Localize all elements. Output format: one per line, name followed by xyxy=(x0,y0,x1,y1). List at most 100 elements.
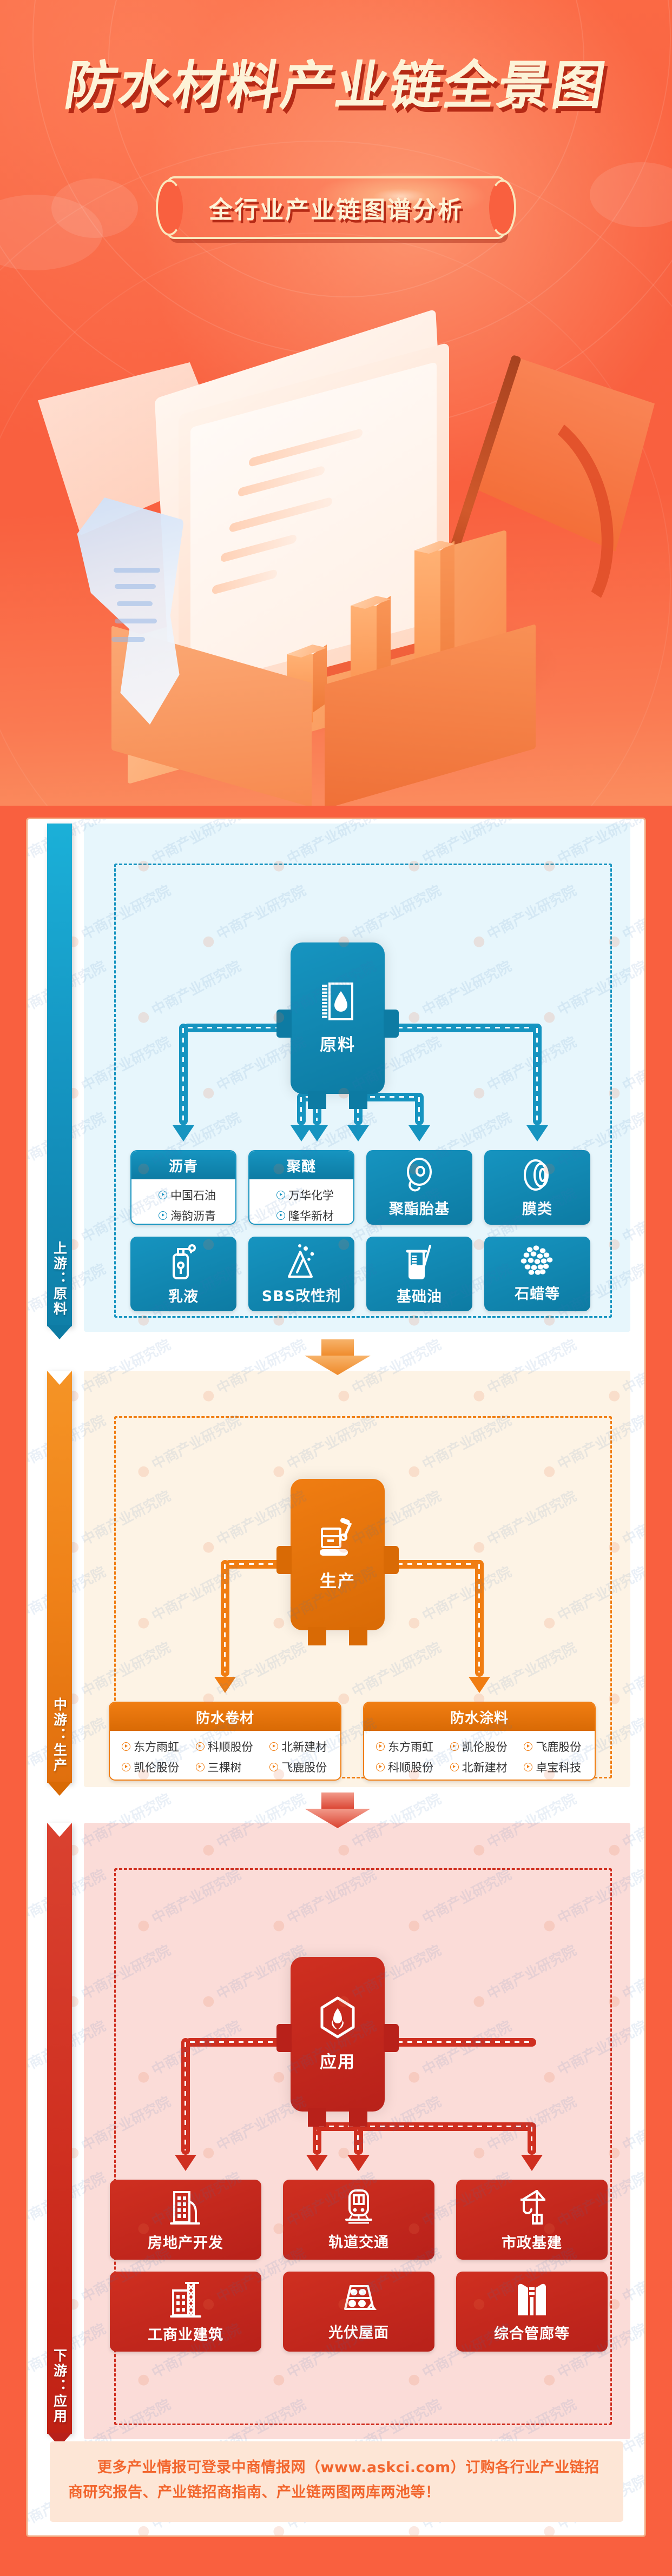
list-item[interactable]: 北新建材 xyxy=(262,1738,336,1755)
card-icon-train-icon xyxy=(343,2188,374,2226)
connector-pipe-vertical xyxy=(221,1560,229,1677)
category-card-title: 聚酯胎基 xyxy=(389,1200,450,1218)
category-card-title: 防水卷材 xyxy=(110,1703,340,1731)
chevron-right-icon xyxy=(376,1742,385,1751)
list-item[interactable]: 飞鹿股份 xyxy=(262,1759,336,1775)
category-card[interactable]: 沥青中国石油海韵沥青 xyxy=(130,1150,236,1225)
vbar-notch xyxy=(47,1371,72,1385)
connector-pipe-horizontal xyxy=(393,2038,536,2047)
list-item[interactable]: 飞鹿股份 xyxy=(516,1738,590,1755)
hub-connector-bottom-right xyxy=(349,1091,367,1109)
vbar-arrow-point xyxy=(47,1325,72,1339)
category-card-title: 综合管廊等 xyxy=(494,2325,570,2342)
decorative-cloud xyxy=(590,162,672,227)
list-item-label: 凯伦股份 xyxy=(134,1761,180,1774)
list-item-label: 卓宝科技 xyxy=(536,1761,582,1774)
chevron-right-icon xyxy=(524,1742,533,1751)
card-icon-construction-tower-icon xyxy=(169,2280,202,2319)
arrow-shaft xyxy=(321,1339,354,1357)
stage-vertical-label-text: 上游：原料 xyxy=(51,1241,68,1317)
stage-vertical-label: 中游：生产 xyxy=(47,1371,72,1796)
hub-connector-right xyxy=(384,1546,399,1574)
hub-icon-excavator-icon xyxy=(319,1517,357,1558)
hub-icon-oil-drop-icon xyxy=(321,981,354,1021)
category-card[interactable]: 聚酯胎基 xyxy=(366,1150,472,1225)
connector-pipe-horizontal xyxy=(186,2038,282,2047)
list-item-label: 万华化学 xyxy=(288,1189,334,1202)
hub-connector-bottom-left xyxy=(308,1091,326,1109)
connector-pipe-vertical xyxy=(415,1093,424,1125)
card-icon-tunnel-icon xyxy=(515,2281,549,2318)
stage-vertical-label-text: 下游：应用 xyxy=(51,2348,68,2424)
list-item[interactable]: 中国石油 xyxy=(136,1187,231,1203)
category-card[interactable]: 综合管廊等 xyxy=(456,2272,608,2352)
category-card[interactable]: 工商业建筑 xyxy=(110,2272,261,2352)
connector-pipe-vertical xyxy=(533,1024,542,1125)
hero-illustration xyxy=(0,281,672,806)
category-card[interactable]: 光伏屋面 xyxy=(283,2272,434,2352)
list-item-label: 北新建材 xyxy=(281,1741,327,1754)
list-item[interactable]: 北新建材 xyxy=(443,1759,517,1775)
list-item-label: 凯伦股份 xyxy=(462,1741,508,1754)
category-card[interactable]: 基础油 xyxy=(366,1237,472,1311)
category-card[interactable]: 房地产开发 xyxy=(110,2180,261,2260)
list-item[interactable]: 凯伦股份 xyxy=(114,1759,188,1775)
stage-hub-midstream: 生产 xyxy=(276,1479,399,1645)
list-item-label: 北新建材 xyxy=(462,1761,508,1774)
hub-connector-left xyxy=(276,2024,292,2052)
chevron-right-icon xyxy=(159,1211,167,1220)
category-card[interactable]: 防水卷材东方雨虹科顺股份 北新建材凯伦股份三棵树飞鹿股份 xyxy=(109,1702,341,1781)
category-card[interactable]: 市政基建 xyxy=(456,2180,608,2260)
chevron-right-icon xyxy=(276,1191,285,1199)
category-card-items: 东方雨虹科顺股份 北新建材凯伦股份三棵树飞鹿股份 xyxy=(110,1731,340,1780)
category-card[interactable]: SBS改性剂 xyxy=(248,1237,354,1311)
stage-vertical-label: 上游：原料 xyxy=(47,824,72,1339)
category-card-title: 沥青 xyxy=(131,1151,235,1179)
list-item-label: 飞鹿股份 xyxy=(536,1741,582,1754)
card-icon-film-roll-icon xyxy=(519,1157,555,1193)
list-item[interactable]: 三棵树 xyxy=(188,1759,262,1775)
category-card-title: SBS改性剂 xyxy=(261,1287,341,1305)
hub-label: 原料 xyxy=(320,1035,355,1055)
hub-connector-bottom-left xyxy=(308,1627,326,1645)
stage-dashed-border xyxy=(114,1416,612,1778)
stage-downstream: 下游：应用 应用房地产开发 轨道交通市政基建工商业建筑光伏屋面综合管廊等 xyxy=(28,1818,648,2447)
connector-pipe-horizontal xyxy=(356,1093,421,1101)
category-card[interactable]: 乳液 xyxy=(130,1237,236,1311)
list-item[interactable]: 凯伦股份 xyxy=(443,1738,517,1755)
hub-connector-right xyxy=(384,2024,399,2052)
list-item[interactable]: 科顺股份 xyxy=(188,1738,262,1755)
decorative-arc xyxy=(0,141,672,806)
page-subtitle: 全行业产业链图谱分析 xyxy=(209,196,463,224)
category-card[interactable]: 膜类 xyxy=(484,1150,590,1225)
list-item[interactable]: 科顺股份 xyxy=(368,1759,443,1775)
list-item[interactable]: 海韵沥青 xyxy=(136,1207,231,1224)
list-item[interactable]: 东方雨虹 xyxy=(114,1738,188,1755)
connector-pipe-horizontal xyxy=(225,1560,282,1569)
category-card[interactable]: 防水涂料东方雨虹凯伦股份飞鹿股份科顺股份北新建材卓宝科技 xyxy=(363,1702,596,1781)
hub-connector-left xyxy=(276,1010,292,1038)
value-chain-panel: ● 中商产业研究院● 中商产业研究院● 中商产业研究院● 中商产业研究院● 中商… xyxy=(26,818,646,2537)
list-item[interactable]: 万华化学 xyxy=(254,1187,349,1203)
list-item[interactable]: 东方雨虹 xyxy=(368,1738,443,1755)
category-card-title: 基础油 xyxy=(397,1288,442,1305)
stage-midstream: 中游：生产生产防水卷材东方雨虹科顺股份北新建材凯伦股份三棵树飞鹿股份防水涂料东方… xyxy=(28,1366,648,1796)
hub-connector-bottom-right xyxy=(349,2108,367,2127)
hub-icon-cube-gem-icon xyxy=(320,1996,355,2039)
stage-hub-downstream: 应用 xyxy=(276,1957,399,2127)
connector-pipe-vertical xyxy=(179,1024,188,1125)
chevron-right-icon xyxy=(195,1742,205,1751)
stage-dashed-border xyxy=(114,864,612,1318)
chevron-right-icon xyxy=(450,1742,459,1751)
chevron-right-icon xyxy=(450,1763,459,1771)
category-card[interactable]: 聚醚万华化学隆华新材 xyxy=(248,1150,354,1225)
category-card[interactable]: 石蜡等 xyxy=(484,1237,590,1311)
stage-transition-arrow-mid-to-down xyxy=(305,1792,371,1828)
receipt-paper-icon xyxy=(77,497,184,725)
list-item[interactable]: 隆华新材 xyxy=(254,1207,349,1224)
chevron-right-icon xyxy=(122,1763,131,1771)
category-card[interactable]: 轨道交通 xyxy=(283,2180,434,2260)
list-item-label: 东方雨虹 xyxy=(388,1741,434,1754)
category-card-title: 房地产开发 xyxy=(148,2234,223,2252)
list-item[interactable]: 卓宝科技 xyxy=(516,1759,590,1775)
